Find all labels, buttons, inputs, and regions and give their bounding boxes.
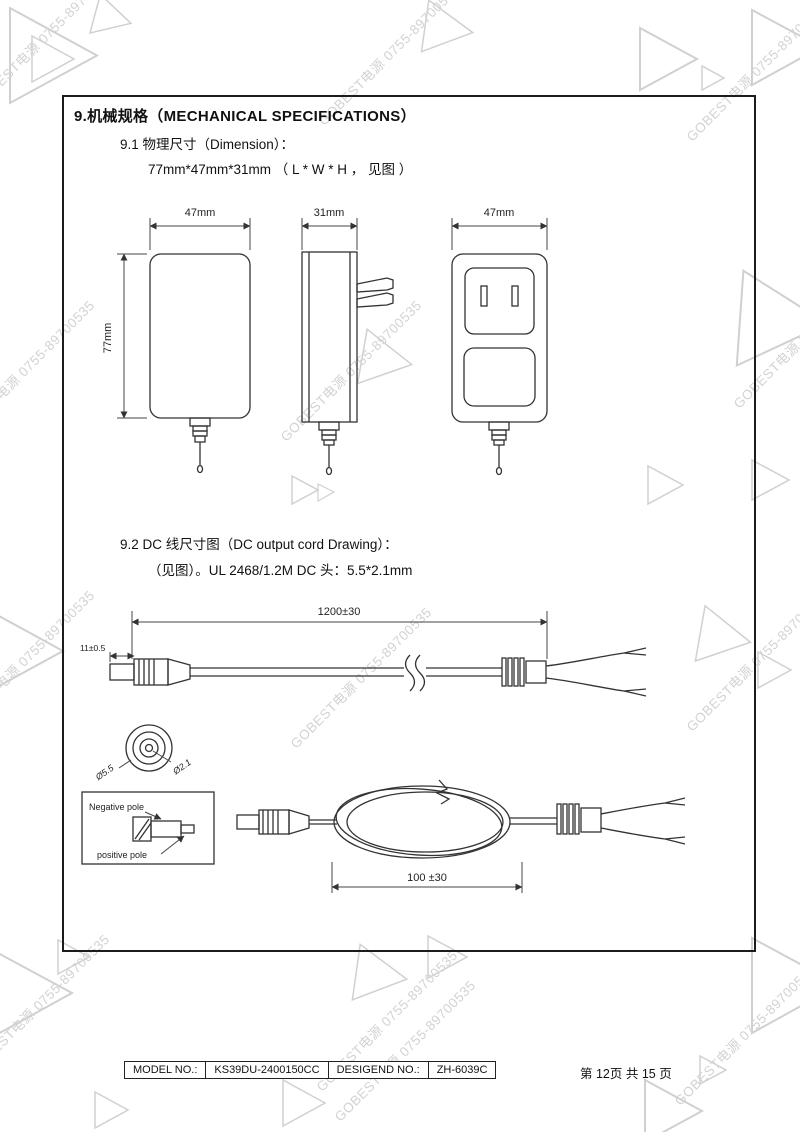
spec-content-box: 9.机械规格（MECHANICAL SPECIFICATIONS） 9.1 物理… (62, 95, 756, 952)
dimension-spec-text: 77mm*47mm*31mm （ L * W * H ， 见图 ） (148, 162, 413, 177)
cord-spec-text: （见图）。UL 2468/1.2M DC 头：5.5*2.1mm (148, 563, 413, 578)
design-no-label: DESIGEND NO.: (327, 1061, 429, 1079)
section-title: 9.机械规格（MECHANICAL SPECIFICATIONS） (74, 108, 416, 125)
polarity-plug (132, 816, 195, 842)
negative-pole-label: Negative pole (89, 802, 144, 812)
cable (190, 654, 502, 692)
adapter-side-view: 31mm (301, 207, 394, 476)
strain-relief (318, 421, 340, 476)
page-number: 第 12页 共 15 页 (580, 1067, 672, 1081)
dim-front-width-label: 47mm (185, 207, 216, 219)
footer-table: MODEL NO.: KS39DU-2400150CC DESIGEND NO.… (124, 1061, 497, 1079)
concentric-circles (125, 724, 173, 772)
adapter-front-view: 47mm 77mm (102, 207, 251, 474)
connector-detail-drawing: Ø5.5 Ø2.1 (93, 724, 193, 783)
polarity-coil-drawing: Negative pole positive pole (81, 779, 686, 893)
strain-relief (488, 421, 510, 476)
stripped-wire-ends (545, 647, 647, 697)
polarity-inset: Negative pole positive pole (81, 791, 215, 865)
dim-coil-length-label: 100 ±30 (407, 872, 447, 884)
coiled-cord (236, 779, 686, 859)
model-no-label: MODEL NO.: (124, 1061, 207, 1079)
dc-cord-drawing: 1200±30 11±0.5 (80, 606, 647, 697)
strain-relief (189, 417, 211, 474)
design-no-value: ZH-6039C (427, 1061, 497, 1079)
adapter-back-view: 47mm (451, 207, 548, 476)
adapter-three-view-drawing: 47mm 77mm 31mm (102, 207, 548, 476)
cable-tie (435, 779, 451, 805)
cable-strain-relief (501, 657, 547, 687)
dc-plug (109, 658, 191, 686)
dim-plug-length-label: 11±0.5 (80, 643, 106, 653)
watermark-text: GOBEST电源 0755-89700535 (671, 961, 800, 1109)
dim-total-length-label: 1200±30 (318, 606, 361, 618)
coil-dimension: 100 ±30 (331, 862, 523, 893)
dim-back-width-label: 47mm (484, 207, 515, 219)
subsection-9-1-heading: 9.1 物理尺寸（Dimension）： (120, 137, 295, 152)
model-no-value: KS39DU-2400150CC (205, 1061, 329, 1079)
dim-height-label: 77mm (102, 323, 114, 354)
plug-blades-side (356, 277, 394, 308)
dim-side-width-label: 31mm (314, 207, 345, 219)
subsection-9-2-heading: 9.2 DC 线尺寸图（DC output cord Drawing）： (120, 537, 398, 552)
positive-pole-label: positive pole (97, 850, 147, 860)
